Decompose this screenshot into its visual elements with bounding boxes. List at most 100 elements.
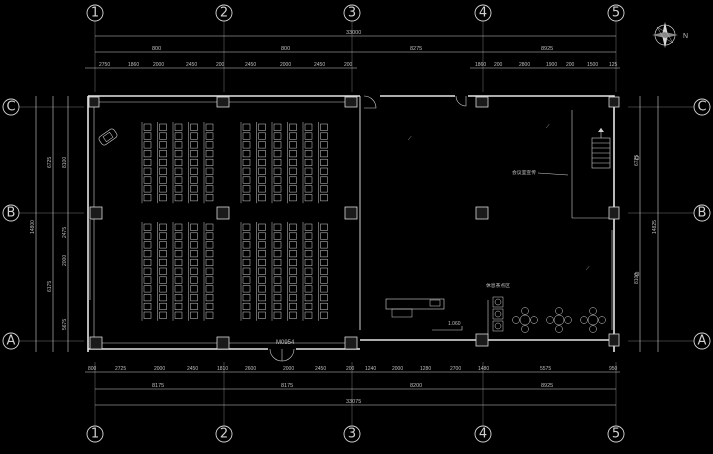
grid-bubble-bottom-5[interactable]: 5 [607,425,625,443]
dim-top-2-7: 2000 [280,62,291,68]
grid-bubble-top-2[interactable]: 2 [215,4,233,22]
chair-icon [289,285,297,293]
chair-icon [190,311,198,319]
chair-icon [205,302,214,310]
dim-left-4: 2475 [62,227,68,238]
column [344,206,358,220]
round-table-icon [519,314,531,326]
grid-bubble-left-a[interactable]: A [2,332,20,350]
column [608,333,620,347]
chair-icon [273,302,282,310]
chair-icon [190,176,198,184]
chair-icon [205,176,214,184]
grid-bubble-left-c[interactable]: C [2,98,20,116]
chair-icon [258,132,266,140]
dim-bot-1-2: 8175 [281,383,293,389]
chair-icon [258,194,266,202]
stool-icon [492,320,504,332]
chair-icon [159,132,167,140]
chair-icon [159,223,167,231]
grid-bubble-right-c[interactable]: C [693,98,711,116]
chair-icon [242,294,251,302]
column [216,206,230,220]
chair-icon [143,167,152,175]
chair-icon [242,311,251,319]
dim-top-2-11: 200 [494,62,503,68]
chair-icon [174,267,183,275]
room-label: 会议室宣传 [512,169,536,176]
grid-bubble-bottom-4[interactable]: 4 [474,425,492,443]
grid-bubble-bottom-2[interactable]: 2 [215,425,233,443]
chair-icon [143,185,152,193]
chair-icon [289,294,297,302]
column [344,336,358,350]
svg-text:3: 3 [348,427,356,442]
chair-icon [143,223,152,231]
chair-icon [159,285,167,293]
chair-icon [159,167,167,175]
grid-bubble-top-1[interactable]: 1 [86,4,104,22]
svg-text:C: C [697,100,706,115]
lounge-furniture [492,296,606,333]
chair-icon [320,267,328,275]
chair-icon [143,141,152,149]
chair-icon [205,123,214,131]
grid-bubble-top-3[interactable]: 3 [343,4,361,22]
chair-icon [242,241,251,249]
dim-bot-2-15: 5575 [540,366,551,372]
chair-icon [242,285,251,293]
chair-icon [174,258,183,266]
dim-top-2-13: 1900 [546,62,557,68]
structural-columns [88,96,620,350]
chair-icon [159,311,167,319]
chair-icon [289,267,297,275]
chair-icon [205,311,214,319]
chair-icon [190,158,198,166]
svg-text:⟋: ⟋ [546,124,550,130]
dim-left-outer: 14800 [30,220,36,234]
chair-icon [174,167,183,175]
round-chair-icon [530,316,538,324]
chair-icon [320,232,328,240]
grid-bubble-right-a[interactable]: A [693,332,711,350]
podium-icon [98,128,118,146]
column [344,96,358,108]
chair-icon [258,258,266,266]
chair-icon [242,176,251,184]
chair-icon [320,302,328,310]
chair-icon [190,150,198,158]
dim-top-2-5: 200 [216,62,225,68]
chair-icon [273,311,282,319]
grid-bubble-bottom-3[interactable]: 3 [343,425,361,443]
svg-text:B: B [7,206,16,221]
chair-icon [304,302,313,310]
chair-icon [159,294,167,302]
column [216,96,230,108]
grid-bubble-bottom-1[interactable]: 1 [86,425,104,443]
dim-bot-2-9: 200 [346,366,355,372]
stool-seat-icon [494,310,502,318]
grid-bubble-left-b[interactable]: B [2,204,20,222]
stool-icon [492,296,504,308]
round-chair-icon [512,316,520,324]
dim-bot-2-10: 1240 [365,366,376,372]
chair-icon [304,185,313,193]
chair-icon [159,302,167,310]
grid-bubble-top-5[interactable]: 5 [607,4,625,22]
chair-icon [320,150,328,158]
grid-bubble-right-b[interactable]: B [693,204,711,222]
grid-bubble-top-4[interactable]: 4 [474,4,492,22]
dim-right-1: 6725 [634,155,640,166]
chair-icon [159,176,167,184]
chair-icon [143,250,152,258]
grid-bubbles: 1 2 3 4 5 1 2 3 4 5 C B A C B A [2,4,711,443]
chair-icon [258,311,266,319]
chair-icon [242,276,251,284]
dim-top-2-14: 200 [566,62,575,68]
chair-icon [320,258,328,266]
chair-icon [289,232,297,240]
chair-icon [190,276,198,284]
chair-icon [320,123,328,131]
dim-top-2-10: 1860 [475,62,486,68]
dim-bot-2-1: 800 [88,366,97,372]
